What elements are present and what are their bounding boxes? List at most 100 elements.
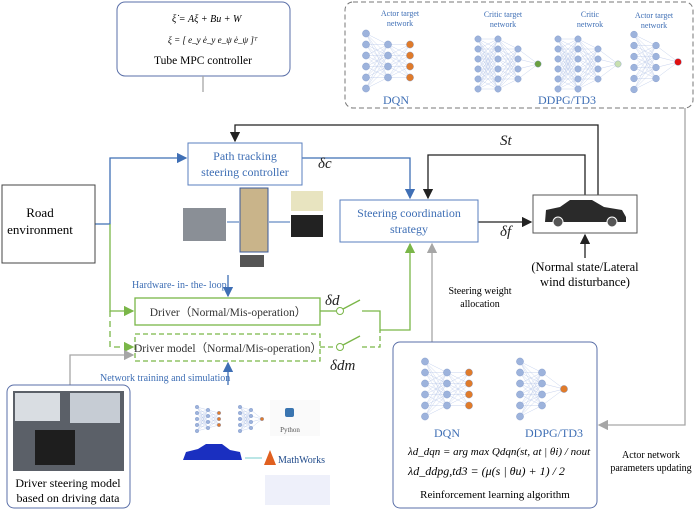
neuron-node <box>594 55 602 63</box>
neuron-node <box>574 75 582 83</box>
rl-ddpg-label: DDPG/TD3 <box>525 426 583 440</box>
driver-to-coord-line <box>362 242 416 331</box>
neuron-node <box>362 84 370 93</box>
critic-target-label: network <box>490 20 516 29</box>
neuron-node <box>362 73 370 82</box>
neuron-node <box>554 75 562 83</box>
path-tracking-label: Path tracking <box>213 149 277 163</box>
neuron-node <box>538 390 546 399</box>
simulation-collage: Python MathWorks <box>183 400 330 505</box>
actor-target-label-2: network <box>641 21 667 30</box>
neuron-node <box>248 420 253 425</box>
mpc-title: Tube MPC controller <box>154 55 252 67</box>
neuron-node <box>514 55 522 63</box>
neuron-node <box>443 379 451 388</box>
actor-target-label: Actor target <box>381 9 420 18</box>
neuron-node <box>465 401 473 410</box>
neuron-node <box>652 63 660 72</box>
driver-model-label: Driver model（Normal/Mis-operation） <box>134 342 322 355</box>
neuron-node <box>474 45 482 53</box>
road-environment-box: Road environment <box>1 184 96 264</box>
neuron-node <box>538 379 546 388</box>
neuron-node <box>574 45 582 53</box>
driver-model-to-coord-line <box>362 330 381 348</box>
neuron-node <box>554 85 562 93</box>
neuron-node <box>630 30 638 39</box>
road-to-driver-model-line <box>109 311 135 353</box>
neuron-node <box>560 385 568 393</box>
mathworks-logo <box>264 450 276 465</box>
mpc-state-equation: ξ̇ = Aξ + Bu + W <box>172 14 243 25</box>
path-tracking-label: steering controller <box>201 165 289 179</box>
neuron-node <box>474 55 482 63</box>
neuron-node <box>237 423 242 428</box>
neuron-node <box>421 357 429 366</box>
vehicle-feedback-line <box>229 124 599 195</box>
neuron-node <box>630 63 638 72</box>
driver-switch <box>336 307 344 315</box>
neuron-node <box>384 51 392 60</box>
neuron-node <box>554 45 562 53</box>
driver-model-switch <box>336 343 344 351</box>
neuron-node <box>574 35 582 43</box>
neuron-node <box>574 55 582 63</box>
driver-steering-model-box: Driver steering model based on driving d… <box>6 384 131 509</box>
neuron-node <box>362 62 370 71</box>
ddpg-weight-equation: λd_ddpg,td3 = (μ(s | θu) + 1) / 2 <box>407 464 565 478</box>
neuron-node <box>205 414 210 419</box>
neuron-node <box>652 74 660 83</box>
neuron-node <box>534 60 542 68</box>
network-training-label: Network training and simulation <box>100 373 230 384</box>
neuron-node <box>362 40 370 49</box>
driver-label: Driver（Normal/Mis-operation） <box>150 306 307 319</box>
neuron-node <box>406 73 414 82</box>
controller-output-line <box>302 157 416 200</box>
neuron-node <box>474 35 482 43</box>
dqn-weight-equation: λd_dqn = arg max Qdqn(st, at | θi) / nou… <box>407 446 591 458</box>
python-label: Python <box>280 426 300 434</box>
neuron-node <box>406 40 414 49</box>
neuron-node <box>630 74 638 83</box>
neuron-node <box>260 417 265 422</box>
neuron-node <box>516 390 524 399</box>
neuron-node <box>630 85 638 94</box>
neuron-node <box>216 417 221 422</box>
neuron-node <box>652 41 660 50</box>
neuron-node <box>630 41 638 50</box>
neuron-node <box>554 35 562 43</box>
neuron-node <box>194 405 199 410</box>
neuron-node <box>514 45 522 53</box>
neuron-node <box>421 379 429 388</box>
rl-dqn-label: DQN <box>434 426 460 440</box>
neuron-node <box>421 368 429 377</box>
steering-coord-label: strategy <box>390 222 428 236</box>
neuron-node <box>248 408 253 413</box>
mathworks-label: MathWorks <box>278 455 325 466</box>
neuron-node <box>554 65 562 73</box>
neuron-node <box>237 429 242 434</box>
s-t-label: St <box>500 133 513 149</box>
neuron-node <box>362 29 370 38</box>
critic-label: Critic <box>581 10 600 19</box>
hil-label: Hardware- in- the- loop <box>132 280 227 291</box>
driver-photo-caption: based on driving data <box>17 491 121 505</box>
road-to-controller-line <box>95 152 188 225</box>
road-env-label: environment <box>7 222 73 237</box>
weight-allocation-label: allocation <box>460 299 499 310</box>
network-architecture-box: Actor target network Critic target netwo… <box>344 1 694 109</box>
neuron-node <box>538 368 546 377</box>
delta-dm-label: δdm <box>330 358 355 374</box>
neuron-node <box>421 412 429 421</box>
neuron-node <box>248 426 253 431</box>
neuron-node <box>421 390 429 399</box>
delta-d-label: δd <box>325 293 340 309</box>
neuron-node <box>465 390 473 399</box>
neuron-node <box>216 423 221 428</box>
neuron-node <box>362 51 370 60</box>
neuron-node <box>205 426 210 431</box>
neuron-node <box>237 411 242 416</box>
tube-mpc-box: ξ̇ = Aξ + Bu + W ξ = [ e_y ė_y e_ψ ė_ψ ]… <box>116 1 291 77</box>
neuron-node <box>514 65 522 73</box>
neuron-node <box>494 35 502 43</box>
